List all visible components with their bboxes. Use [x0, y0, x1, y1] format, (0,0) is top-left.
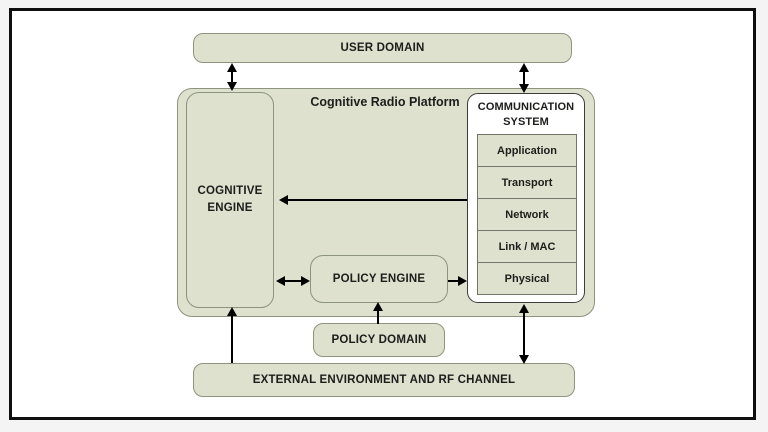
arrow-shaft [448, 280, 459, 282]
arrowhead-up-icon [227, 63, 237, 72]
policy-engine-label: POLICY ENGINE [332, 273, 426, 285]
arrowhead-down-icon [227, 82, 237, 91]
layer-application: Application [477, 134, 577, 167]
layer-application-label: Application [497, 144, 557, 157]
arrowhead-right-icon [458, 276, 467, 286]
arrowhead-up-icon [373, 302, 383, 311]
communication-system-box: COMMUNICATION SYSTEM Application Transpo… [467, 93, 585, 303]
layer-network-label: Network [505, 208, 549, 221]
layer-link-mac: Link / MAC [477, 230, 577, 263]
arrowhead-left-icon [276, 276, 285, 286]
user-domain-box: USER DOMAIN [193, 33, 572, 63]
arrow-shaft [523, 70, 525, 86]
layer-network: Network [477, 198, 577, 231]
arrowhead-down-icon [519, 84, 529, 93]
policy-domain-box: POLICY DOMAIN [313, 323, 445, 357]
arrowhead-left-icon [279, 195, 288, 205]
arrowhead-up-icon [519, 304, 529, 313]
arrow-shaft [284, 280, 302, 282]
arrow-shaft [287, 199, 467, 201]
layer-transport-label: Transport [501, 176, 553, 189]
arrow-shaft [523, 312, 525, 356]
protocol-layer-stack: Application Transport Network Link / MAC… [477, 134, 577, 295]
arrow-shaft [377, 310, 379, 324]
layer-physical: Physical [477, 262, 577, 295]
external-environment-label: EXTERNAL ENVIRONMENT AND RF CHANNEL [252, 374, 516, 386]
user-domain-label: USER DOMAIN [340, 42, 425, 54]
arrowhead-up-icon [519, 63, 529, 72]
external-environment-box: EXTERNAL ENVIRONMENT AND RF CHANNEL [193, 363, 575, 397]
layer-link-mac-label: Link / MAC [498, 240, 556, 253]
arrowhead-down-icon [519, 355, 529, 364]
cognitive-radio-platform-label: Cognitive Radio Platform [310, 95, 460, 109]
policy-domain-label: POLICY DOMAIN [331, 334, 427, 346]
arrowhead-up-icon [227, 307, 237, 316]
layer-transport: Transport [477, 166, 577, 199]
cognitive-engine-box: COGNITIVE ENGINE [186, 92, 274, 308]
layer-physical-label: Physical [504, 272, 550, 285]
arrow-shaft [231, 70, 233, 83]
cognitive-engine-label: COGNITIVE ENGINE [197, 185, 263, 214]
communication-system-label: COMMUNICATION SYSTEM [477, 101, 575, 128]
policy-engine-box: POLICY ENGINE [310, 255, 448, 303]
arrow-shaft [231, 315, 233, 363]
arrowhead-right-icon [301, 276, 310, 286]
